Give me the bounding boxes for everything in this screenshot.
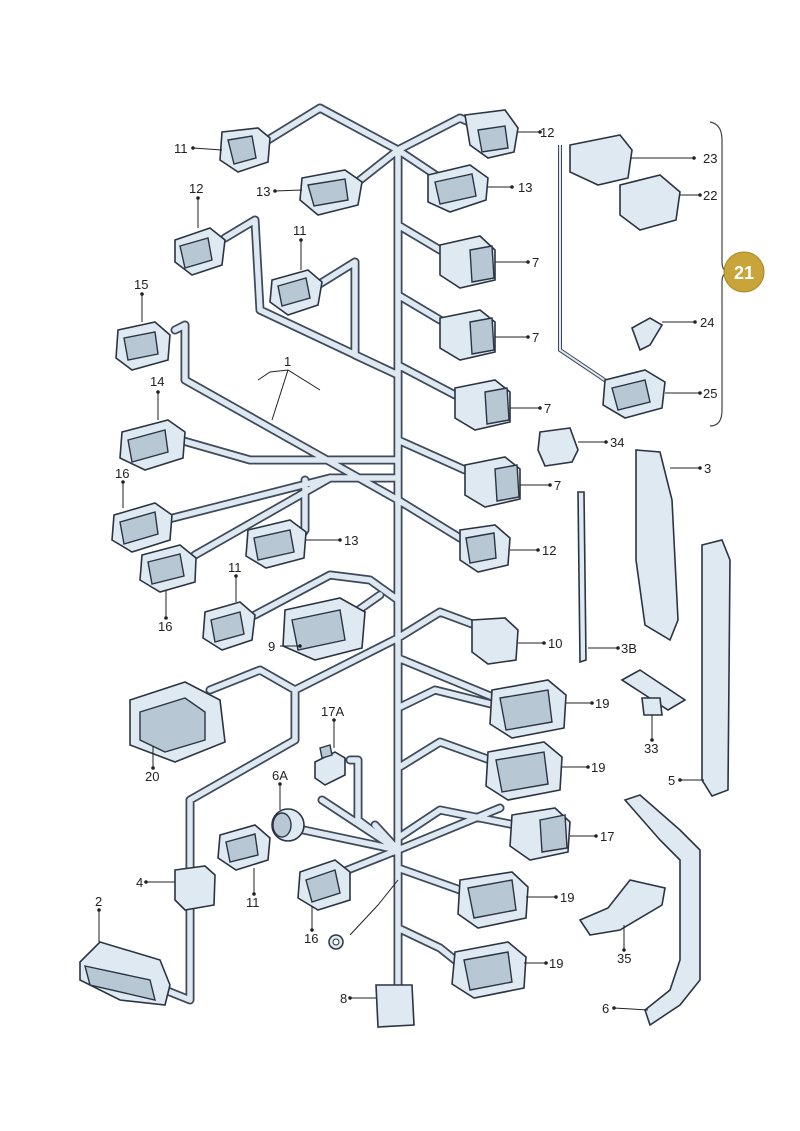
connector-12-lower	[459, 524, 511, 573]
callout-4: 4	[136, 875, 143, 890]
callout-3: 3	[704, 461, 711, 476]
connector-7d	[464, 456, 521, 508]
leader-lines	[97, 130, 704, 1011]
connector-19a	[489, 679, 567, 739]
connector-13-lower	[245, 519, 307, 569]
callout-17: 17	[600, 829, 614, 844]
group-badge-text: 21	[734, 263, 754, 283]
connector-14	[119, 419, 186, 471]
callout-19: 19	[595, 696, 609, 711]
connector-16-bottom	[297, 859, 351, 911]
callout-1: 1	[284, 354, 291, 369]
part-33	[620, 669, 687, 716]
callout-17A: 17A	[321, 704, 344, 719]
connector-11-mid	[269, 269, 323, 316]
callout-5: 5	[668, 773, 675, 788]
connector-25	[602, 369, 666, 419]
harness-wires	[160, 103, 614, 1005]
callout-7: 7	[532, 330, 539, 345]
callout-6: 6	[602, 1001, 609, 1016]
callout-23: 23	[703, 151, 717, 166]
connector-13-top	[299, 169, 363, 216]
callout-13: 13	[344, 533, 358, 548]
connector-8	[375, 984, 415, 1028]
callout-19: 19	[591, 760, 605, 775]
connector-17A	[314, 744, 346, 786]
connector-15	[115, 321, 171, 371]
connector-19b	[485, 741, 563, 801]
callout-9: 9	[268, 639, 275, 654]
callout-33: 33	[644, 741, 658, 756]
callout-11: 11	[293, 223, 307, 238]
callout-7: 7	[544, 401, 551, 416]
callout-12: 12	[540, 125, 554, 140]
connector-4	[174, 865, 216, 911]
connector-19c	[457, 871, 529, 929]
part-34	[537, 427, 579, 467]
connector-9	[282, 597, 366, 661]
part-22	[619, 174, 681, 231]
callout-11: 11	[228, 560, 242, 575]
connector-11-top	[219, 127, 271, 173]
connector-7b	[439, 309, 496, 361]
part-6	[623, 794, 701, 1027]
callout-25: 25	[703, 386, 717, 401]
callout-34: 34	[610, 435, 624, 450]
connector-12-left	[174, 227, 226, 276]
callout-12: 12	[189, 181, 203, 196]
ring-terminal	[328, 934, 344, 950]
callout-16: 16	[158, 619, 172, 634]
part-24	[631, 317, 664, 352]
connector-12-top	[464, 109, 519, 159]
connector-10	[471, 617, 519, 665]
callout-19: 19	[560, 890, 574, 905]
callout-7: 7	[532, 255, 539, 270]
callout-24: 24	[700, 315, 714, 330]
part-5	[701, 539, 731, 797]
group-badge: 21	[723, 251, 765, 293]
callout-13: 13	[256, 184, 270, 199]
part-23	[569, 134, 633, 186]
callout-16: 16	[304, 931, 318, 946]
callout-8: 8	[340, 991, 347, 1006]
connector-16-lower	[139, 544, 197, 593]
callout-12: 12	[542, 543, 556, 558]
connector-17	[509, 807, 571, 861]
callout-11: 11	[174, 141, 188, 156]
connector-6A	[271, 808, 305, 842]
connector-11-bottom	[217, 824, 271, 871]
callout-6A: 6A	[272, 768, 288, 783]
callout-10: 10	[548, 636, 562, 651]
callout-13: 13	[518, 180, 532, 195]
part-3	[635, 449, 679, 642]
callout-14: 14	[150, 374, 164, 389]
callout-20: 20	[145, 769, 159, 784]
connector-16-upper	[111, 502, 173, 553]
control-unit-2	[79, 941, 171, 1006]
callout-11: 11	[246, 895, 260, 910]
connector-11-lower	[202, 601, 256, 651]
connector-20	[129, 681, 226, 763]
callout-35: 35	[617, 951, 631, 966]
callout-22: 22	[703, 188, 717, 203]
callout-labels: 11 12 13 13 12 11 7 7 7 7 15 1 14 16 16 …	[95, 125, 717, 1016]
connector-13-right	[427, 164, 489, 213]
callout-16: 16	[115, 466, 129, 481]
callout-3B: 3B	[621, 641, 637, 656]
connector-19d	[451, 941, 527, 999]
callout-15: 15	[134, 277, 148, 292]
connector-7c	[454, 379, 511, 431]
callout-7: 7	[554, 478, 561, 493]
callout-2: 2	[95, 894, 102, 909]
cable-tie-3B	[577, 491, 587, 664]
part-35	[578, 879, 666, 936]
callout-19: 19	[549, 956, 563, 971]
connector-7a	[439, 235, 496, 289]
